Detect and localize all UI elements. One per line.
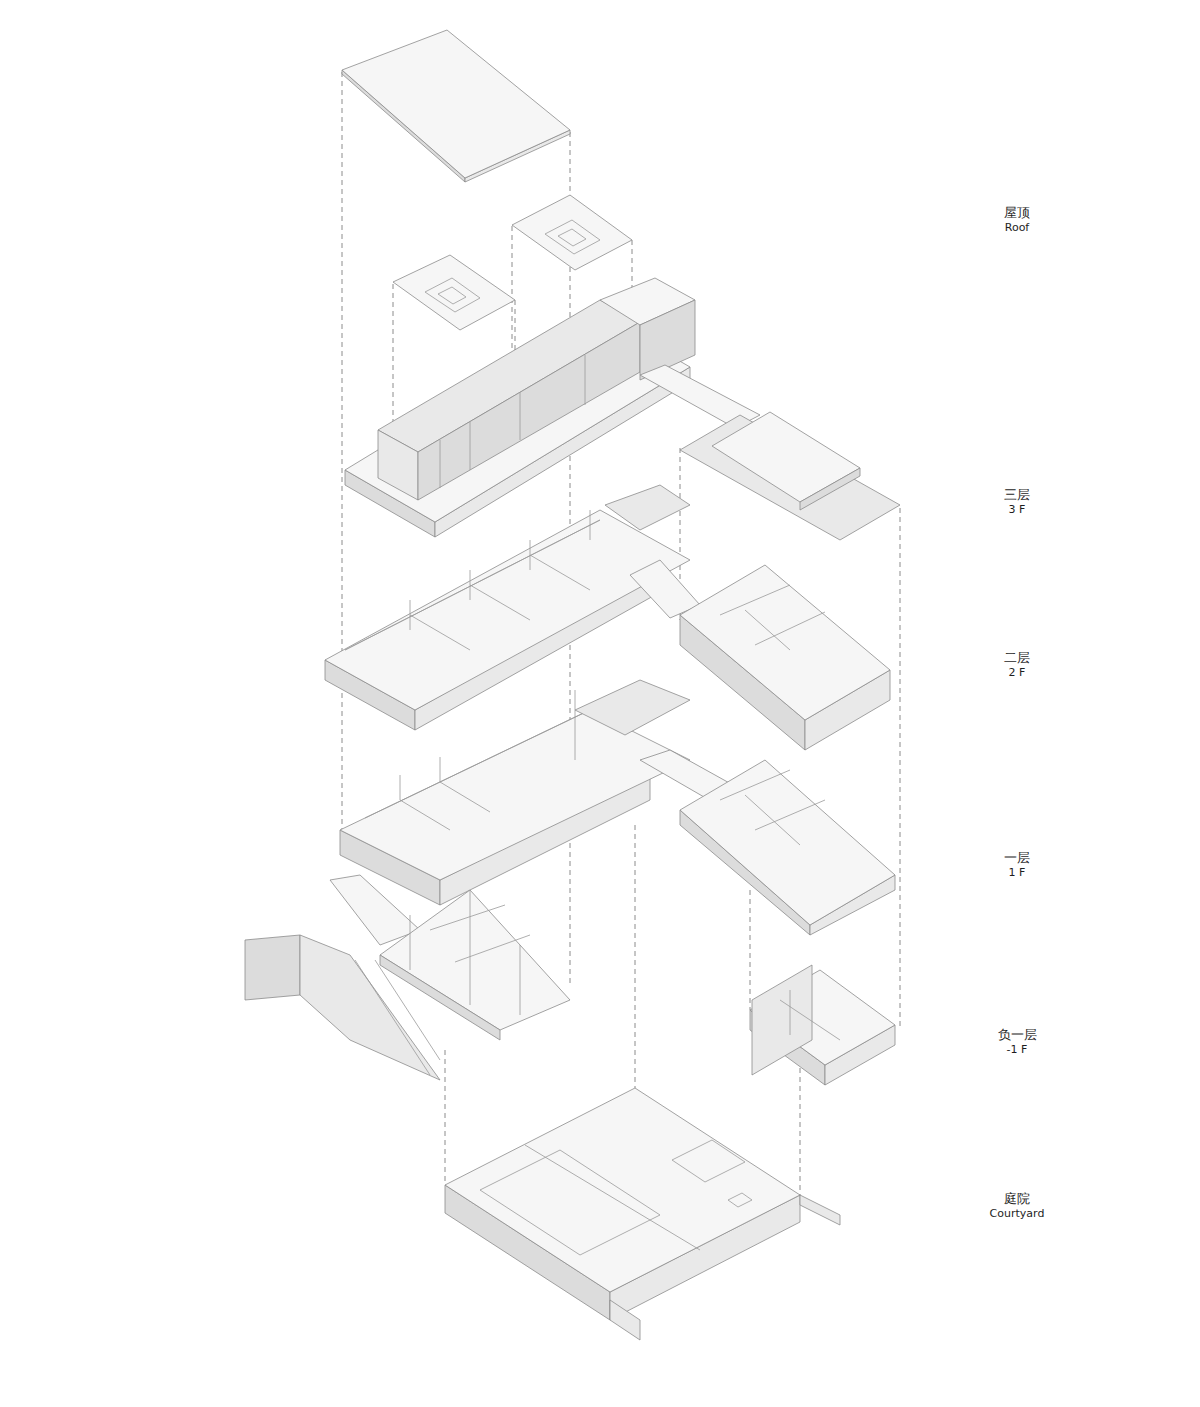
level-name: 屋顶 — [1004, 206, 1030, 220]
basement — [750, 965, 895, 1085]
level-name-english: 3 F — [1009, 504, 1026, 516]
second-floor — [325, 485, 890, 750]
third-floor — [345, 278, 900, 540]
level-name: 负一层 — [998, 1028, 1037, 1042]
level-name-english: 1 F — [1009, 867, 1026, 879]
level-name: 一层 — [1004, 851, 1030, 865]
level-name: 庭院 — [1004, 1192, 1030, 1206]
level-name-english: Courtyard — [990, 1208, 1045, 1220]
level-name: 三层 — [1004, 488, 1030, 502]
level-name: 二层 — [1004, 651, 1030, 665]
first-floor — [245, 680, 895, 1080]
level-name-english: Roof — [1005, 222, 1029, 234]
level-name-english: -1 F — [1007, 1044, 1028, 1056]
level-name-english: 2 F — [1009, 667, 1026, 679]
roof-slab — [342, 30, 570, 182]
courtyard — [445, 1088, 840, 1340]
